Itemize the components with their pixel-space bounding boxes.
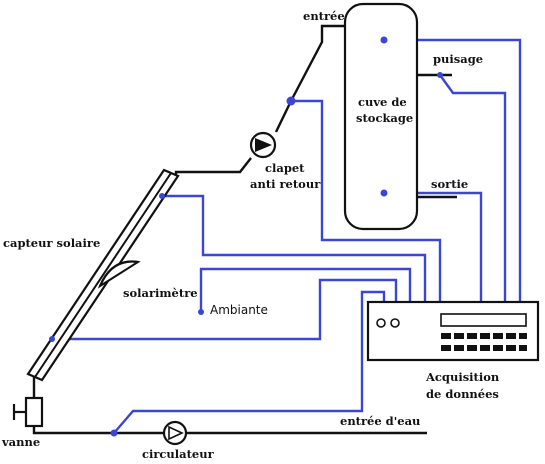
tank-bottom-sensor-dot xyxy=(380,189,388,197)
label-cuve-line1: cuve de xyxy=(358,95,407,109)
ambient-sensor-dot xyxy=(198,309,204,315)
wire-puisage xyxy=(439,74,507,302)
label-clapet-line2: anti retour xyxy=(250,177,321,191)
label-acquisition-line2: de données xyxy=(426,387,499,401)
label-entree-eau: entrée d'eau xyxy=(340,414,420,428)
wire-collector-top xyxy=(162,194,427,302)
puisage-sensor-dot xyxy=(437,72,443,78)
label-clapet-line1: clapet xyxy=(265,161,305,175)
wire-solarimeter xyxy=(199,267,412,312)
label-vanne: vanne xyxy=(1,435,40,449)
storage-tank xyxy=(343,2,419,231)
inlet-sensor-dot xyxy=(286,96,296,106)
solar-collector xyxy=(26,168,180,382)
supply-return-pipe xyxy=(32,426,164,435)
valve-icon xyxy=(12,396,44,428)
collector-return-pipe xyxy=(174,157,252,178)
tank-top-sensor-dot xyxy=(380,36,388,44)
label-acquisition-line1: Acquisition xyxy=(425,370,500,384)
tank-inlet-pipe xyxy=(274,24,345,133)
wire-inlet xyxy=(291,99,442,302)
label-puisage: puisage xyxy=(433,52,483,66)
label-entree: entrée xyxy=(303,9,345,23)
label-solarimetre: solarimètre xyxy=(123,286,198,300)
check-valve-icon xyxy=(249,131,277,159)
wire-tank-top xyxy=(384,38,522,302)
label-capteur: capteur solaire xyxy=(3,236,100,250)
keypad xyxy=(441,333,527,351)
label-cuve-line2: stockage xyxy=(356,111,413,125)
circulator-icon xyxy=(162,420,188,446)
wire-collector-bottom xyxy=(52,278,398,341)
label-sortie: sortie xyxy=(431,177,468,191)
circuit-return-sensor-dot xyxy=(110,429,118,437)
solarimeter-icon xyxy=(97,260,141,289)
label-circulateur: circulateur xyxy=(142,447,215,461)
data-acquisition-unit xyxy=(366,300,540,362)
label-ambiante: Ambiante xyxy=(210,303,268,317)
wire-circuit-return xyxy=(113,290,386,434)
